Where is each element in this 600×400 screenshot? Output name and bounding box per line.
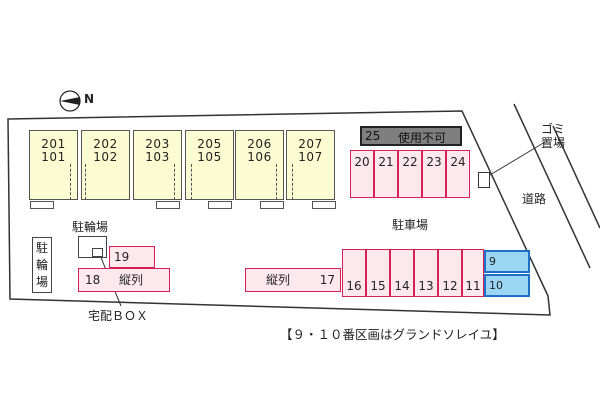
- garbage-area-label: ゴミ 置場: [541, 122, 566, 150]
- entrance-step: [312, 201, 336, 209]
- unit-lower-number: 105: [197, 150, 222, 164]
- parking-slot-21: 21: [374, 150, 398, 198]
- slot-number: 10: [489, 279, 503, 292]
- unit-upper-number: 203: [145, 137, 170, 151]
- slot-number: 16: [346, 279, 362, 293]
- partition-line: [276, 164, 277, 200]
- parking-slot-14: 14: [390, 249, 414, 297]
- unit-lower-number: 101: [41, 150, 66, 164]
- compass-north-label: N: [84, 92, 95, 106]
- entrance-step: [30, 201, 54, 209]
- parking-slot-17-tandem: 縦列 17: [245, 268, 341, 292]
- unit-upper-number: 202: [93, 137, 118, 151]
- parking-slot-24: 24: [446, 150, 470, 198]
- road-label: 道路: [522, 192, 547, 206]
- parking-slot-18-tandem: 18 縦列: [78, 268, 170, 292]
- parking-slot-20: 20: [350, 150, 374, 198]
- slot-number: 13: [418, 279, 434, 293]
- parking-slot-12: 12: [438, 249, 462, 297]
- slot-type-label: 縦列: [266, 273, 291, 287]
- unit-upper-number: 201: [41, 137, 66, 151]
- parking-slot-10: 10: [484, 274, 530, 297]
- unit-upper-number: 205: [197, 137, 222, 151]
- slot-number: 9: [489, 255, 496, 268]
- partition-line: [85, 164, 86, 200]
- delivery-box-label: 宅配ＢＯＸ: [88, 309, 149, 323]
- parking-slot-22: 22: [398, 150, 422, 198]
- parking-slot-16: 16: [342, 249, 366, 297]
- parking-lot-label: 駐車場: [392, 218, 429, 232]
- partition-line: [174, 164, 175, 200]
- grand-soleil-note: 【９・１０番区画はグランドソレイユ】: [280, 327, 505, 342]
- slot-number: 15: [370, 279, 386, 293]
- parking-slot-23: 23: [422, 150, 446, 198]
- delivery-box-icon: [92, 248, 103, 257]
- partition-line: [292, 164, 293, 200]
- slot-number: 20: [354, 155, 370, 169]
- slot-status-label: 使用不可: [398, 131, 447, 145]
- parking-slot-13: 13: [414, 249, 438, 297]
- parking-slot-19: 19: [109, 246, 155, 268]
- slot-number: 23: [426, 155, 442, 169]
- slot-type-label: 縦列: [119, 273, 144, 287]
- parking-slot-15: 15: [366, 249, 390, 297]
- partition-line: [191, 164, 192, 200]
- unit-lower-number: 102: [93, 150, 118, 164]
- unit-upper-number: 206: [247, 137, 272, 151]
- partition-line: [70, 164, 71, 200]
- north-compass-icon: N: [58, 89, 98, 113]
- slot-number: 22: [402, 155, 418, 169]
- slot-number: 12: [442, 279, 458, 293]
- slot-number: 25: [365, 129, 381, 143]
- slot-number: 14: [394, 279, 410, 293]
- unit-lower-number: 106: [247, 150, 272, 164]
- slot-number: 19: [114, 250, 130, 264]
- parking-slot-9: 9: [484, 250, 530, 273]
- entrance-step: [156, 201, 180, 209]
- unit-lower-number: 107: [298, 150, 323, 164]
- bicycle-parking-vertical-label: 駐 輪 場: [32, 237, 52, 293]
- unit-upper-number: 207: [298, 137, 323, 151]
- bicycle-parking-text: 駐 輪 場: [36, 241, 49, 289]
- slot-number: 18: [85, 273, 101, 287]
- entrance-step: [208, 201, 232, 209]
- unit-lower-number: 103: [145, 150, 170, 164]
- bicycle-parking-label: 駐輪場: [72, 220, 109, 234]
- parking-slot-25-unusable: 25 使用不可: [360, 126, 462, 146]
- parking-slot-11: 11: [462, 249, 484, 297]
- slot-number: 17: [319, 273, 335, 287]
- slot-number: 21: [378, 155, 394, 169]
- garbage-bin-icon: [478, 172, 490, 188]
- entrance-step: [260, 201, 284, 209]
- slot-number: 24: [450, 155, 466, 169]
- slot-number: 11: [465, 279, 481, 293]
